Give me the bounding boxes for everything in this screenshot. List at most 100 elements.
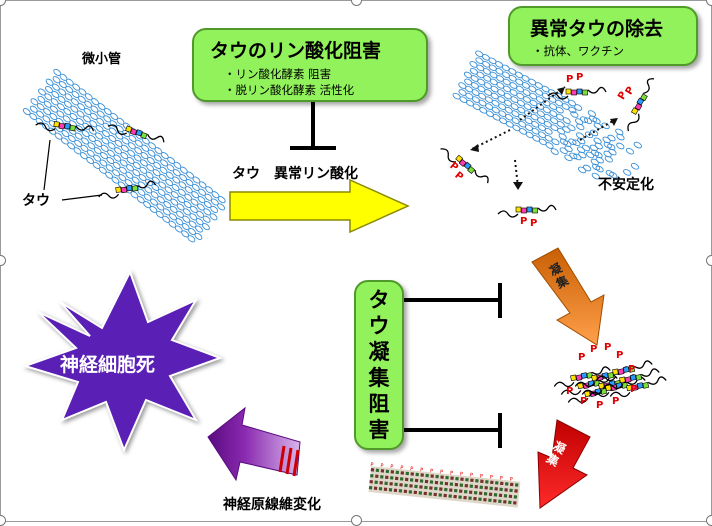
tau-molecule: [609, 376, 667, 398]
fibril-unit: [419, 479, 424, 483]
phosphate-label: P: [450, 470, 454, 476]
tubulin-subunit: [623, 169, 632, 176]
tau-domain: [125, 125, 133, 133]
tubulin-subunit: [497, 103, 507, 111]
tubulin-subunit: [529, 99, 538, 107]
tubulin-subunit: [489, 71, 498, 79]
tau-tail: [591, 366, 611, 375]
nft-arrow: [207, 406, 301, 482]
tau-domain: [634, 102, 643, 111]
phosphate-label: P: [566, 386, 573, 397]
abnormal-phosphorylation-label: タウ 異常リン酸化: [232, 166, 358, 182]
phosphate-label: P: [440, 469, 444, 475]
phosphorylation-inhibition-title: タウのリン酸化阻害: [210, 40, 382, 62]
phosphate-label: P: [370, 462, 374, 468]
tubulin-subunit: [535, 96, 545, 103]
tau-domain: [642, 382, 650, 389]
tubulin-subunit: [562, 117, 571, 124]
phosphate-label: P: [590, 344, 597, 355]
fibril-unit: [508, 494, 513, 499]
tubulin-subunit: [609, 171, 618, 179]
tau-tail: [137, 180, 157, 189]
neuronal-death-label: 神経細胞死: [60, 354, 156, 376]
tau-tail: [147, 133, 165, 143]
tau-domain: [53, 121, 60, 128]
tubulin-subunit: [532, 135, 541, 142]
fibril-unit: [429, 480, 434, 484]
fibril-unit: [385, 475, 389, 480]
fibril-unit: [453, 488, 458, 493]
dispersal-arrowheads: [470, 87, 618, 190]
tubulin-subunit: [491, 99, 500, 107]
fibril-unit: [513, 501, 517, 505]
fibril-unit: [394, 476, 399, 481]
tubulin-subunit: [559, 147, 568, 155]
phosphate-label: P: [479, 473, 483, 479]
tau-domain: [575, 374, 583, 381]
fibril-unit: [414, 484, 418, 489]
tubulin-subunit: [522, 96, 532, 103]
tubulin-subunit: [633, 141, 642, 149]
resize-handle[interactable]: [706, 255, 712, 266]
tubulin-subunit: [516, 99, 526, 107]
resize-handle[interactable]: [706, 0, 712, 6]
tubulin-subunit: [545, 142, 554, 149]
fibril-unit: [418, 491, 423, 495]
tubulin-subunit: [537, 131, 547, 139]
phosphate-label: P: [616, 350, 623, 361]
tubulin-subunit: [195, 225, 203, 233]
fibril-unit: [498, 499, 502, 504]
fibril-unit: [445, 475, 449, 480]
tubulin-subunit: [523, 110, 533, 117]
fibril-unit: [450, 476, 454, 480]
tubulin-subunit: [489, 78, 498, 86]
fibril-unit: [495, 481, 499, 485]
fibril-unit: [504, 488, 508, 492]
fibril-unit: [405, 471, 410, 476]
tubulin-subunit: [573, 153, 582, 161]
tubulin-subunit: [593, 122, 602, 130]
phosphate-label: P: [630, 384, 637, 395]
phosphate-label: P: [509, 477, 513, 483]
tubulin-subunit: [548, 96, 557, 103]
tau-domain: [69, 124, 76, 132]
fibril-unit: [474, 484, 479, 489]
tau-domain: [576, 88, 583, 95]
tubulin-subunit: [503, 99, 513, 107]
tau-domain: [135, 129, 143, 137]
fibril-unit: [458, 489, 463, 493]
tau-tail: [560, 389, 582, 396]
tubulin-subunit: [488, 64, 497, 72]
fibril-unit: [375, 468, 380, 473]
tau-domain: [58, 122, 66, 130]
tubulin-subunit: [534, 82, 544, 89]
fibril-unit: [483, 492, 488, 496]
tubulin-subunit: [589, 144, 598, 152]
phosphorylation-inhibition-box: タウのリン酸化阻害 ・リン酸化酵素 阻害 ・脱リン酸化酵素 活性化: [192, 28, 428, 102]
tubulin-subunit: [572, 139, 581, 147]
fibril-unit: [420, 473, 424, 477]
fibril-unit: [383, 487, 388, 492]
tubulin-subunit: [475, 50, 484, 58]
phosphate-label: P: [390, 464, 394, 470]
tubulin-subunit: [496, 89, 506, 96]
tubulin-subunit: [577, 166, 587, 174]
aggregation-arrow-red: [537, 419, 591, 509]
tubulin-subunit: [537, 124, 547, 132]
fibril-unit: [388, 488, 393, 492]
phosphate-label: P: [596, 400, 603, 411]
tubulin-subunit: [555, 113, 565, 121]
tubulin-subunit: [573, 104, 583, 111]
tubulin-subunit: [551, 138, 560, 146]
tau-domain: [565, 88, 572, 95]
tau-domain: [577, 382, 584, 390]
fibril-unit: [413, 490, 418, 495]
tau-domain: [640, 93, 648, 102]
tubulin-subunit: [472, 103, 481, 111]
fibril-unit: [390, 470, 395, 474]
fibril-unit: [499, 487, 503, 492]
fibril-unit: [455, 476, 459, 481]
fibril-unit: [488, 492, 493, 497]
tubulin-subunit: [615, 128, 624, 136]
